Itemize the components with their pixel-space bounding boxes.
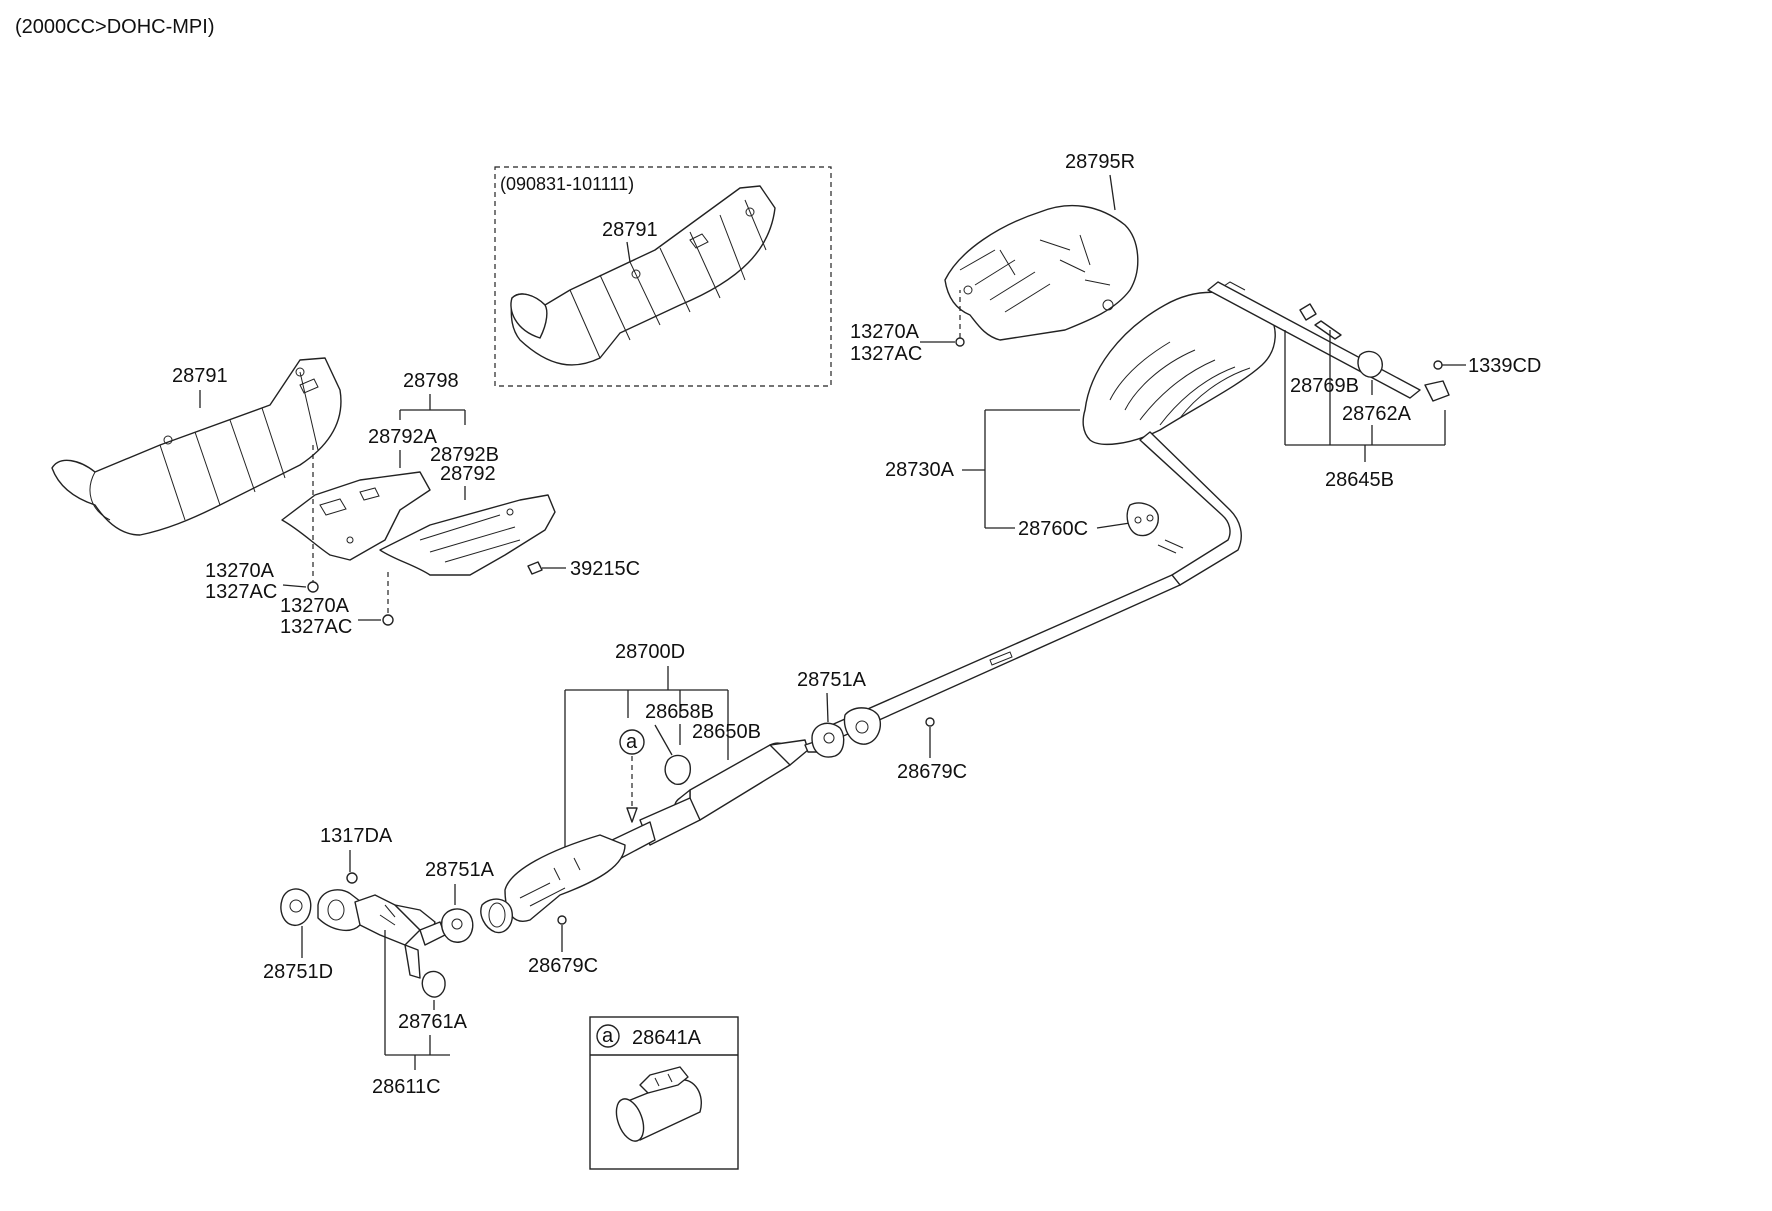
center-muffler-drawing (480, 739, 823, 934)
part-28751A-left[interactable]: 28751A (425, 859, 495, 881)
heat-protector-28792A-drawing (281, 471, 431, 561)
part-28762A[interactable]: 28762A (1342, 403, 1412, 425)
part-28650B[interactable]: 28650B (692, 721, 761, 743)
nut-icon (1433, 360, 1443, 370)
part-28791-inset[interactable]: 28791 (602, 219, 658, 241)
part-1339CD[interactable]: 1339CD (1468, 355, 1541, 377)
rear-heat-shield-28795R (944, 204, 1139, 341)
part-28645B[interactable]: 28645B (1325, 469, 1394, 491)
heat-protector-28792-drawing (379, 494, 556, 576)
flange-drawing (843, 707, 882, 745)
pipe-clamp-28641A-drawing (615, 1066, 702, 1142)
part-28751D[interactable]: 28751D (263, 961, 333, 983)
gasket-28751A-left-drawing (441, 908, 474, 943)
gasket-28751A-right-drawing (811, 722, 845, 758)
heat-protector-28791-left-drawing (51, 357, 342, 536)
callout-marker-label: a (626, 731, 638, 753)
part-28761A[interactable]: 28761A (398, 1011, 468, 1033)
gasket-28751D-drawing (280, 888, 312, 926)
part-13270A-left1[interactable]: 13270A (205, 560, 275, 582)
legend-box: a 28641A (589, 1016, 739, 1170)
part-28700D[interactable]: 28700D (615, 641, 685, 663)
front-pipe-28611C-drawing (317, 889, 446, 979)
nut-icon (346, 872, 358, 884)
part-28679C-right[interactable]: 28679C (897, 761, 967, 783)
legend-marker (596, 1024, 620, 1048)
part-28730A[interactable]: 28730A (885, 459, 955, 481)
part-28798[interactable]: 28798 (403, 370, 459, 392)
tailpipe-bracket-drawing (1207, 281, 1450, 402)
part-28611C[interactable]: 28611C (372, 1076, 441, 1098)
inset-date-range: (090831-101111) (500, 174, 634, 194)
part-28641A[interactable]: 28641A (632, 1027, 702, 1049)
rubber-hanger-28761A-drawing (421, 970, 446, 998)
legend-marker-label: a (602, 1025, 614, 1047)
part-1317DA[interactable]: 1317DA (320, 825, 393, 847)
rear-muffler-28730A (819, 281, 1276, 743)
part-28769B[interactable]: 28769B (1290, 375, 1359, 397)
part-28679C-left[interactable]: 28679C (528, 955, 598, 977)
clip-39215C-drawing (527, 561, 543, 575)
heat-protector-28791-inset-drawing (510, 185, 776, 366)
callout-marker (619, 729, 645, 755)
part-13270A-top[interactable]: 13270A (850, 321, 920, 343)
engine-label: (2000CC>DOHC-MPI) (15, 16, 214, 38)
nut-icon (925, 717, 935, 727)
part-28658B[interactable]: 28658B (645, 701, 714, 723)
part-28791-left[interactable]: 28791 (172, 365, 228, 387)
part-1327AC-left2[interactable]: 1327AC (280, 616, 352, 638)
part-28792[interactable]: 28792 (440, 463, 496, 485)
part-28792B[interactable]: 28792B (430, 444, 499, 466)
part-28751A-right[interactable]: 28751A (797, 669, 867, 691)
inset-box: (090831-101111) 28791 (494, 166, 832, 387)
part-39215C[interactable]: 39215C (570, 558, 640, 580)
part-1327AC-left1[interactable]: 1327AC (205, 581, 277, 603)
part-28760C[interactable]: 28760C (1018, 518, 1088, 540)
part-28792A[interactable]: 28792A (368, 426, 438, 448)
nut-icon (382, 614, 394, 626)
rubber-hanger-28760C-drawing (1126, 502, 1159, 537)
nut-icon (955, 337, 965, 347)
nut-icon (307, 581, 319, 593)
part-28795R[interactable]: 28795R (1065, 151, 1135, 173)
rubber-hanger-28658B-drawing (664, 754, 691, 785)
part-13270A-left2[interactable]: 13270A (280, 595, 350, 617)
nut-icon (557, 915, 567, 925)
part-1327AC-top[interactable]: 1327AC (850, 343, 922, 365)
